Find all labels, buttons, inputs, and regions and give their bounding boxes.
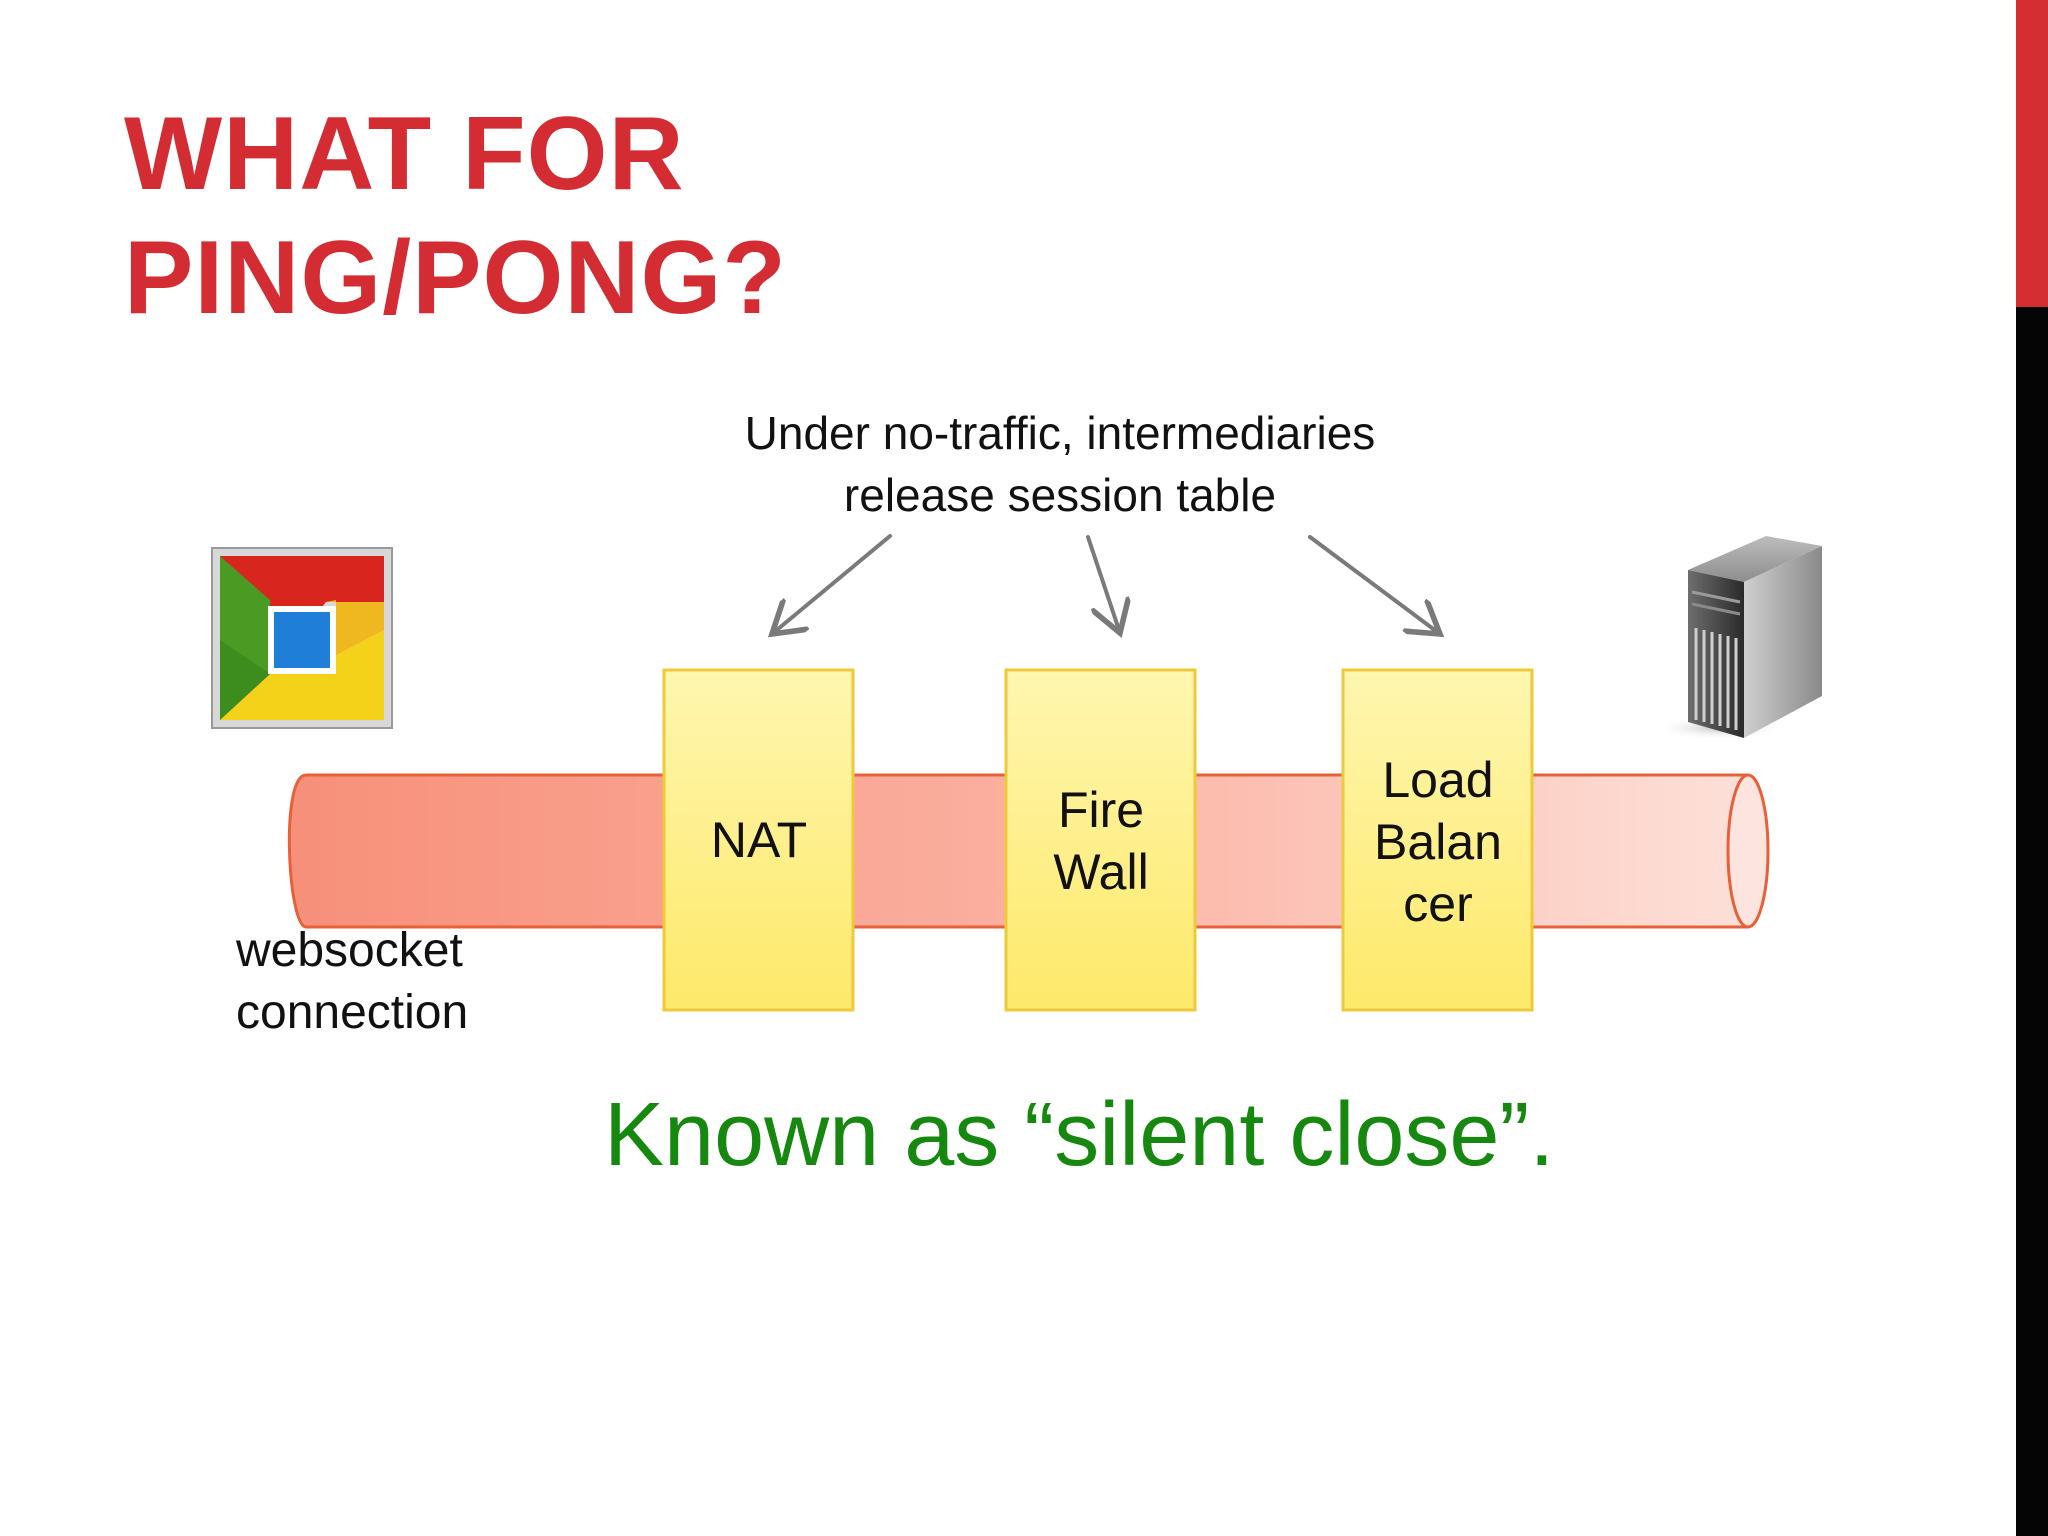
arrow-icon [1086, 535, 1120, 633]
server-tower-icon [1654, 536, 1822, 740]
silent-close-conclusion: Known as “silent close”. [604, 1085, 1555, 1185]
accent-bar-black [2016, 307, 2048, 1536]
callout-line-1: Under no-traffic, intermediaries [744, 407, 1376, 459]
title-line-2: PING/PONG? [124, 220, 787, 336]
arrow-icon [772, 534, 892, 634]
firewall-label-line-2: Wall [1053, 844, 1149, 900]
intermediaries-callout: Under no-traffic, intermediaries release… [660, 402, 1460, 526]
title-line-1: WHAT FOR [124, 96, 685, 212]
load-balancer-label: Load Balan cer [1343, 749, 1533, 935]
arrow-icon [1308, 535, 1440, 634]
nat-label-line-1: NAT [710, 812, 808, 868]
websocket-connection-label: websocket connection [236, 920, 468, 1044]
nat-label: NAT [664, 809, 854, 871]
load-balancer-label-line-1: Load [1382, 752, 1494, 808]
chrome-browser-icon [211, 547, 393, 729]
firewall-box [1004, 668, 1197, 1012]
firewall-label: Fire Wall [1006, 779, 1196, 903]
slide-title: WHAT FOR PING/PONG? [124, 92, 787, 340]
accent-bar-red [2016, 0, 2048, 307]
nat-box [662, 668, 855, 1012]
load-balancer-label-line-2: Balan [1374, 814, 1502, 870]
connection-label-line-1: websocket [236, 924, 463, 977]
load-balancer-box [1341, 668, 1534, 1012]
firewall-label-line-1: Fire [1057, 782, 1145, 838]
load-balancer-label-line-3: cer [1403, 876, 1473, 932]
callout-line-2: release session table [843, 469, 1277, 521]
connection-label-line-2: connection [236, 986, 469, 1039]
